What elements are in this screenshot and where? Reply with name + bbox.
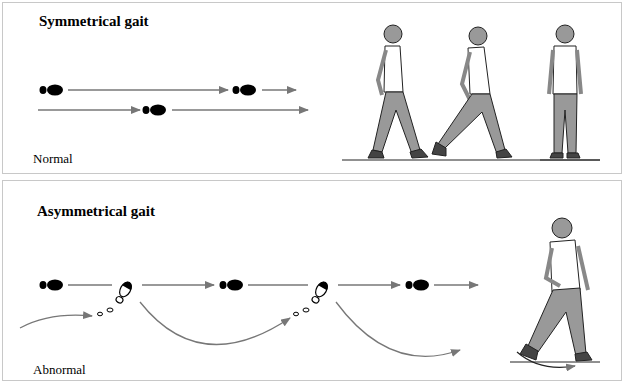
standing-figure [549, 25, 581, 158]
panel-heading: Symmetrical gait [3, 3, 149, 30]
walking-figure [432, 27, 512, 158]
ground-line [540, 160, 600, 161]
panel-heading: Asymmetrical gait [3, 181, 155, 220]
normal-step-arrows [38, 90, 308, 110]
abnormal-step-arrows [20, 285, 478, 356]
normal-footprints [40, 85, 257, 116]
drag-dots [98, 308, 310, 316]
gait-panel: Symmetrical gaitNormal [2, 2, 622, 174]
abnormal-footprints [40, 280, 430, 305]
ground-line [342, 160, 600, 161]
circumduction-figure [510, 218, 600, 367]
panel-caption: Abnormal [3, 362, 86, 380]
gait-panel: Asymmetrical gaitAbnormal [2, 180, 622, 381]
panel-caption: Normal [3, 151, 73, 173]
walking-figure [368, 25, 428, 158]
